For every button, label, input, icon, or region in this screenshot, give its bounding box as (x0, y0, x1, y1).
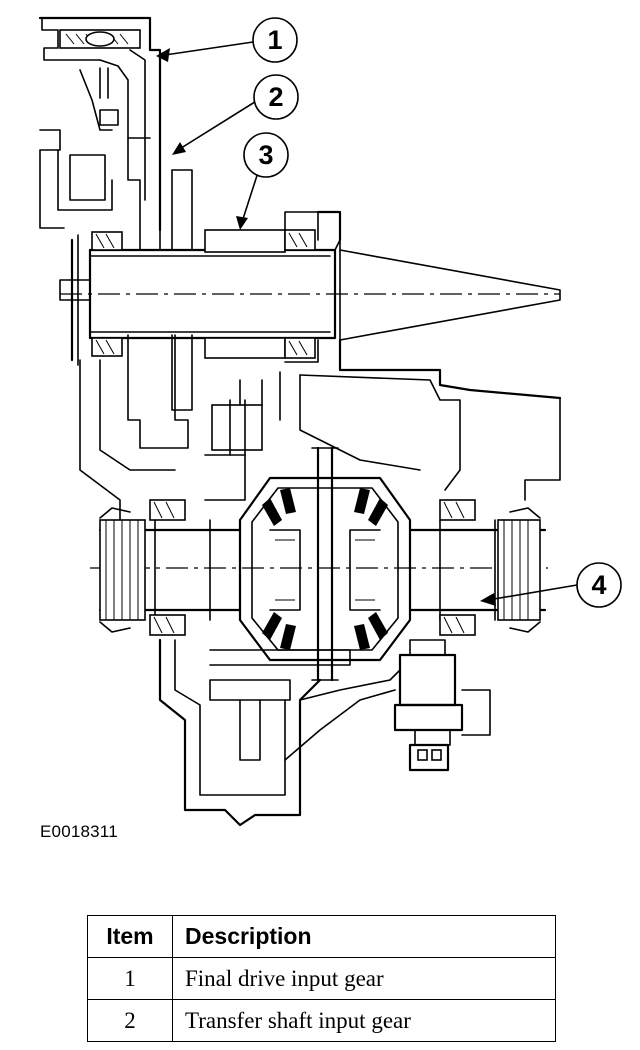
callout-1-label: 1 (267, 25, 282, 55)
legend-item-description: Transfer shaft input gear (172, 999, 556, 1042)
lower-case (158, 638, 401, 827)
intermediate-shaft (59, 229, 561, 366)
differential-assembly (90, 446, 548, 682)
output-column (79, 359, 263, 521)
callout-1: 1 (252, 17, 298, 63)
callout-4: 4 (576, 562, 622, 608)
legend-table: Item Description 1 Final drive input gea… (87, 915, 556, 1042)
legend-item-description: Final drive input gear (172, 957, 556, 1000)
speed-sensor (393, 639, 491, 772)
callout-leaders (156, 41, 578, 606)
legend-item-number: 1 (87, 957, 173, 1000)
transfer-shaft-gear (127, 137, 193, 449)
callout-2-label: 2 (268, 82, 283, 112)
figure-code: E0018311 (40, 822, 118, 841)
callout-3-label: 3 (258, 140, 273, 170)
table-row: 1 Final drive input gear (87, 957, 556, 1000)
shaft-bearings (91, 211, 319, 363)
legend-item-number: 2 (87, 999, 173, 1042)
callout-4-label: 4 (591, 570, 606, 600)
table-row: 2 Transfer shaft input gear (87, 999, 556, 1042)
input-gear-housing (38, 16, 162, 232)
axle-bearings (99, 499, 541, 636)
legend-header-description: Description (172, 915, 556, 958)
legend-header-row: Item Description (87, 915, 556, 958)
callout-3: 3 (243, 132, 289, 178)
final-drive-cross-section-diagram: 1 2 3 4 (38, 16, 622, 827)
legend-header-item: Item (87, 915, 173, 958)
case-outline (279, 210, 562, 501)
callout-2: 2 (253, 74, 299, 120)
